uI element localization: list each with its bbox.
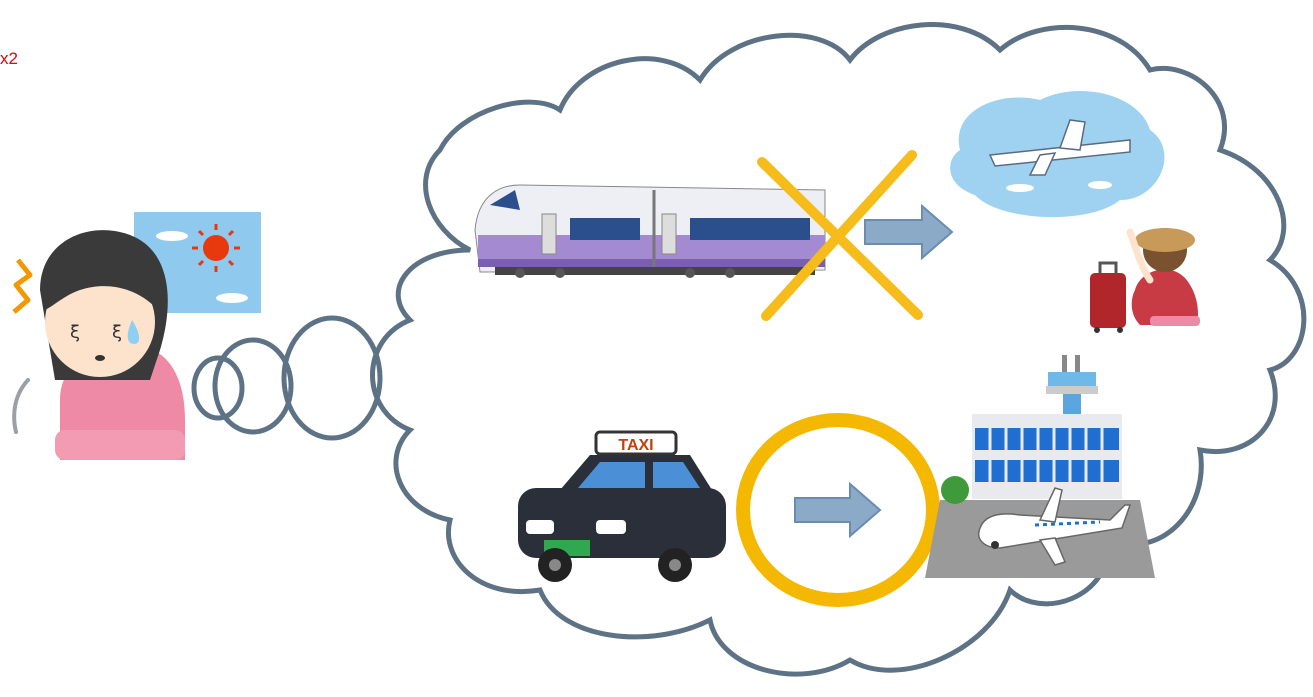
arrow-icon bbox=[864, 203, 954, 261]
sunny-window-icon bbox=[134, 212, 261, 313]
arrow-icon bbox=[794, 481, 882, 539]
circle-mark-icon bbox=[736, 413, 940, 607]
cross-mark-icon bbox=[757, 150, 923, 321]
express-train-icon bbox=[474, 184, 826, 278]
svg-text:ξ: ξ bbox=[70, 322, 80, 343]
corner-note: x2 bbox=[0, 49, 18, 68]
traveler-with-suitcase-icon bbox=[1090, 228, 1200, 333]
airplane-in-sky-icon bbox=[950, 91, 1165, 218]
taxi-sign-label: TAXI bbox=[618, 437, 653, 454]
taxi-icon: TAXI bbox=[518, 430, 726, 582]
airport-icon bbox=[925, 355, 1155, 578]
worried-woman-icon: ξ ξ bbox=[12, 212, 261, 460]
svg-text:ξ: ξ bbox=[112, 322, 122, 343]
thought-cloud bbox=[191, 22, 1307, 677]
